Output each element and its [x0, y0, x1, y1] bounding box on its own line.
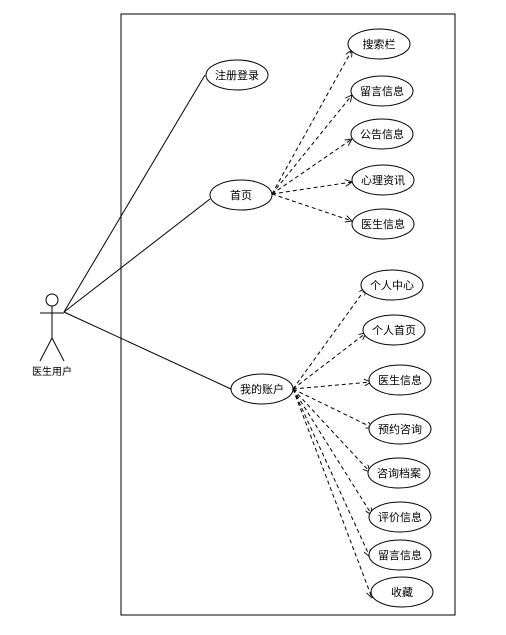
use-case-label: 心理资讯 — [361, 174, 405, 187]
assoc-home — [63, 198, 211, 313]
use-case-personal-home: 个人首页 — [362, 314, 426, 346]
use-case-label: 首页 — [230, 188, 252, 202]
dep-appointment — [292, 388, 373, 428]
use-case-messages-home: 留言信息 — [350, 75, 414, 107]
use-case-my-account: 我的账户 — [230, 373, 294, 405]
use-case-label: 咨询档案 — [377, 466, 421, 480]
use-case-doctor-info-home: 医生信息 — [351, 208, 415, 240]
use-case-appointment: 预约咨询 — [368, 413, 432, 445]
home-dependencies — [271, 50, 352, 221]
use-case-messages-account: 留言信息 — [368, 539, 432, 571]
use-case-label: 医生信息 — [361, 217, 405, 231]
use-case-psych-info: 心理资讯 — [351, 164, 415, 196]
assoc-my-account — [63, 311, 232, 390]
actor-label: 医生用户 — [32, 365, 72, 378]
use-case-label: 个人中心 — [370, 279, 414, 292]
use-case-label: 收藏 — [391, 585, 413, 599]
dep-messages-account — [292, 388, 370, 557]
use-case-label: 留言信息 — [378, 548, 422, 562]
dep-personal-center — [292, 288, 366, 390]
dep-favorites — [292, 388, 372, 598]
dep-doctor-info-home — [271, 193, 352, 221]
actor-right-leg — [51, 337, 65, 362]
associations — [63, 74, 232, 390]
use-case-announcements: 公告信息 — [350, 118, 414, 150]
use-case-label: 预约咨询 — [378, 422, 422, 436]
use-case-doctor-info-account: 医生信息 — [368, 364, 432, 396]
use-case-reviews: 评价信息 — [368, 501, 432, 533]
actor-left-leg — [39, 337, 53, 362]
use-case-home: 首页 — [209, 179, 273, 211]
use-case-label: 搜索栏 — [363, 37, 396, 51]
use-case-label: 留言信息 — [360, 84, 404, 98]
use-case-label: 公告信息 — [360, 127, 404, 141]
dep-psych-info — [271, 182, 352, 195]
use-case-label: 我的账户 — [240, 382, 284, 396]
use-case-favorites: 收藏 — [370, 576, 434, 608]
use-case-label: 个人首页 — [372, 323, 416, 337]
account-dependencies — [292, 288, 373, 598]
use-case-personal-center: 个人中心 — [360, 269, 424, 301]
dep-search-bar — [271, 50, 352, 195]
actor-head — [45, 293, 59, 307]
dep-reviews — [292, 388, 372, 515]
use-case-label: 评价信息 — [378, 510, 422, 524]
dep-messages-home — [271, 95, 352, 195]
dep-announcements — [271, 139, 352, 195]
dep-doctor-info-account — [292, 382, 371, 390]
use-case-search-bar: 搜索栏 — [347, 28, 411, 60]
assoc-register-login — [63, 74, 206, 313]
dep-personal-home — [292, 333, 366, 390]
use-case-label: 医生信息 — [378, 373, 422, 387]
use-case-register-login: 注册登录 — [205, 59, 269, 91]
use-case-label: 注册登录 — [215, 68, 259, 82]
system-boundary — [120, 13, 456, 616]
actor-doctor-user — [39, 293, 65, 362]
use-case-consult-records: 咨询档案 — [367, 457, 431, 489]
dep-consult-records — [292, 388, 370, 472]
